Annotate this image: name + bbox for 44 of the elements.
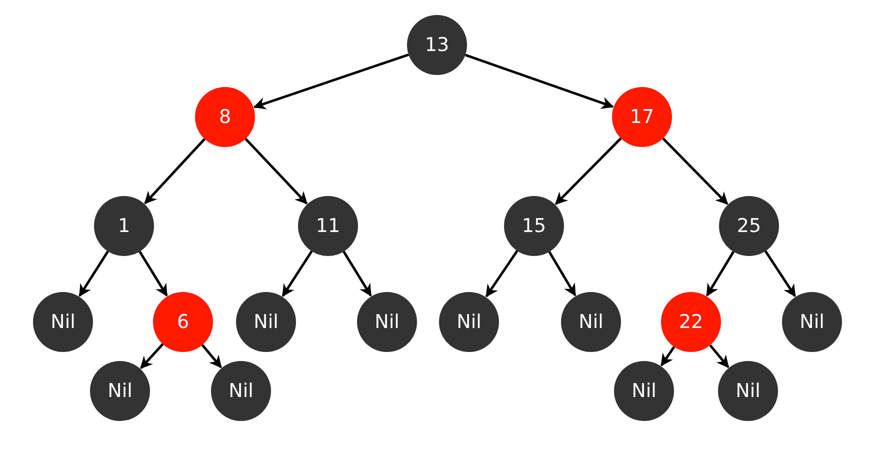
node-key: Nil (456, 311, 482, 333)
node-key: 25 (736, 215, 762, 237)
tree-node-circle (153, 292, 213, 352)
arrow (662, 138, 728, 205)
node-key: 11 (316, 215, 340, 237)
arrow (764, 250, 796, 298)
arrow (706, 251, 735, 297)
arrow (342, 250, 372, 297)
tree-node-circle (612, 87, 672, 147)
node-key: Nil (50, 311, 76, 333)
node-key: Nil (736, 380, 760, 402)
arrow (201, 344, 222, 368)
arrow (244, 138, 308, 204)
node-key: Nil (632, 380, 656, 402)
node-key: Nil (374, 311, 400, 333)
tree-node-circle (195, 87, 255, 147)
arrow (282, 250, 313, 297)
arrow (554, 137, 622, 205)
arrow (485, 250, 518, 298)
arrow (140, 343, 164, 370)
arrow (144, 138, 206, 204)
node-key: Nil (578, 311, 604, 333)
tree-node-circle (298, 196, 358, 256)
tree-node-circle (504, 196, 564, 256)
node-key: Nil (254, 311, 278, 333)
tree-node-circle (719, 196, 779, 256)
node-key: 6 (176, 311, 190, 333)
node-key: 22 (678, 311, 704, 333)
node-key: 13 (424, 34, 450, 56)
node-key: 8 (218, 106, 232, 128)
node-key: 1 (118, 215, 130, 237)
node-key: Nil (800, 311, 824, 333)
node-key: 17 (630, 106, 654, 128)
node-key: Nil (228, 380, 254, 402)
node-key: 15 (522, 215, 546, 237)
arrow (138, 250, 168, 297)
arrow (464, 54, 614, 109)
arrow (253, 53, 409, 110)
arrow (548, 251, 576, 296)
node-key: Nil (108, 380, 132, 402)
arrow (78, 250, 109, 297)
arrow (709, 344, 730, 368)
tree-node-circle (94, 196, 154, 256)
arrow (660, 346, 676, 366)
